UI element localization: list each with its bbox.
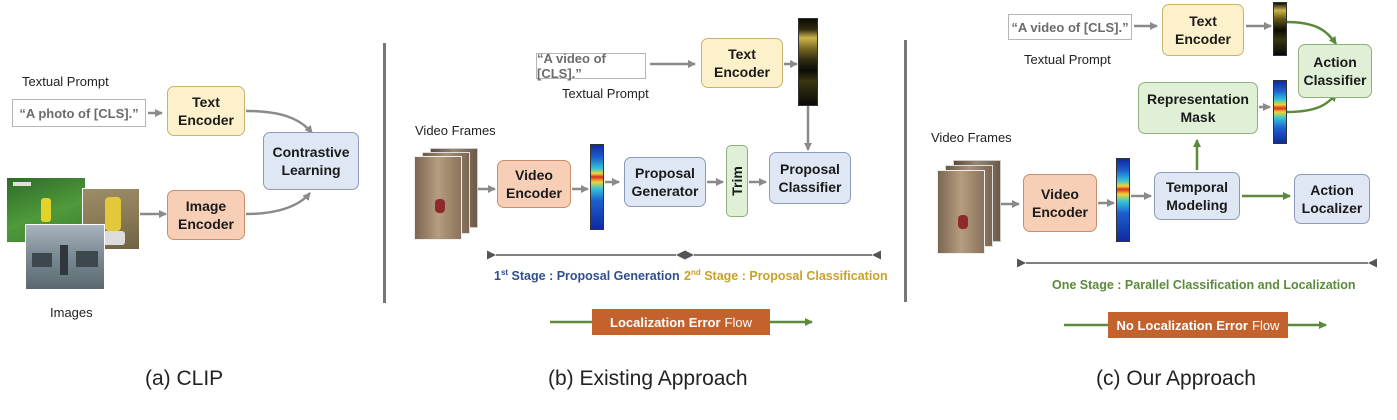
- ours-video-frame-1: [937, 170, 985, 254]
- clip-caption: (a) CLIP: [145, 367, 224, 390]
- arrow-clip-text-contrastive: [245, 109, 313, 134]
- clip-images-label: Images: [50, 305, 93, 320]
- ours-caption: (c) Our Approach: [1096, 367, 1256, 390]
- ours-text-feature-heatmap: [1273, 2, 1287, 56]
- ours-textual-prompt-label: Textual Prompt: [1024, 52, 1111, 67]
- ours-video-encoder: Video Encoder: [1023, 174, 1097, 232]
- existing-trim-box: Trim: [726, 145, 748, 217]
- existing-video-encoder: Video Encoder: [497, 160, 571, 208]
- existing-text-encoder: Text Encoder: [701, 38, 783, 88]
- ours-text-encoder: Text Encoder: [1162, 4, 1244, 56]
- existing-proposal-generator: Proposal Generator: [624, 157, 706, 207]
- existing-video-frames-label: Video Frames: [415, 123, 496, 138]
- stage2-label: 2nd Stage : Proposal Classification: [684, 268, 888, 284]
- existing-textual-prompt-label: Textual Prompt: [562, 86, 649, 101]
- existing-text-feature-heatmap: [798, 18, 818, 106]
- ours-action-classifier: Action Classifier: [1298, 44, 1372, 98]
- ours-action-localizer: Action Localizer: [1294, 174, 1370, 224]
- ours-temporal-modeling: Temporal Modeling: [1154, 172, 1240, 220]
- clip-image-encoder: Image Encoder: [167, 190, 245, 240]
- existing-trim-label: Trim: [729, 166, 746, 196]
- one-stage-label: One Stage : Parallel Classification and …: [1052, 278, 1356, 292]
- ours-representation-mask: Representation Mask: [1138, 82, 1258, 134]
- separator-right: [904, 40, 907, 302]
- existing-prompt-box: “A video of [CLS].”: [536, 51, 646, 81]
- ours-video-frames-label: Video Frames: [931, 130, 1012, 145]
- ours-prompt-box: “A video of [CLS].”: [1008, 14, 1132, 40]
- existing-proposal-classifier: Proposal Classifier: [769, 152, 851, 204]
- existing-video-feature-heatmap: [590, 144, 604, 230]
- existing-caption: (b) Existing Approach: [548, 367, 748, 390]
- separator-left: [383, 43, 386, 303]
- clip-prompt-box: “A photo of [CLS].”: [12, 99, 146, 127]
- ours-mask-feature-heatmap: [1273, 80, 1287, 144]
- existing-video-frame-1: [414, 156, 462, 240]
- arrow-ours-heat-action: [1285, 20, 1338, 45]
- arrow-clip-image-contrastive: [245, 192, 311, 216]
- ours-video-feature-heatmap: [1116, 158, 1130, 242]
- stage1-label: 1st Stage : Proposal Generation: [494, 268, 680, 284]
- clip-contrastive-learning: Contrastive Learning: [263, 132, 359, 190]
- clip-text-encoder: Text Encoder: [167, 86, 245, 136]
- clip-textual-prompt-label: Textual Prompt: [22, 74, 109, 89]
- office-image-thumbnail: [25, 224, 105, 290]
